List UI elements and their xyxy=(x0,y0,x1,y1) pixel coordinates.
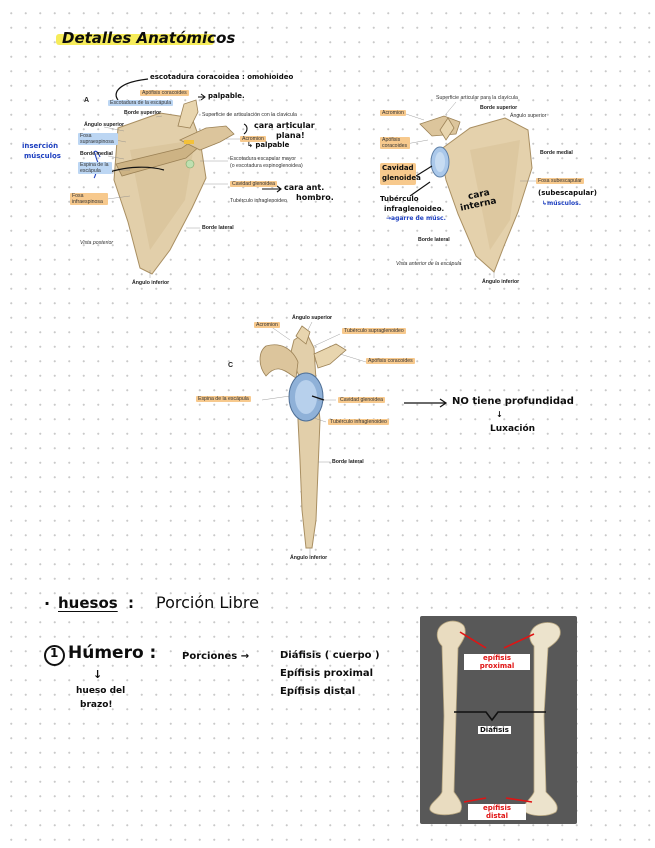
humerus-photo: epífisis proximal Diáfisis epífisis dist… xyxy=(420,616,577,824)
humerus-bones xyxy=(420,616,577,824)
humero-diafisis: Diáfisis ( cuerpo ) xyxy=(280,650,380,661)
section-porcion-libre: Porción Libre xyxy=(156,593,259,612)
humero-number: 1 xyxy=(50,646,58,660)
humero-desc-1: hueso del xyxy=(76,686,125,696)
photo-epifisis-top-text: epífisis xyxy=(464,654,530,662)
photo-proximal-text: proximal xyxy=(464,662,530,670)
humero-epifisis-distal: Epífisis distal xyxy=(280,686,355,697)
section-huesos: huesos xyxy=(58,594,118,612)
photo-label-epifisis-top: epífisis proximal xyxy=(464,654,530,670)
fig-c-acromion-label: Acromion xyxy=(254,322,280,328)
humero-porciones: Porciones → xyxy=(182,651,249,662)
photo-label-epifisis-bottom: epífisis distal xyxy=(468,804,526,820)
photo-distal-text: distal xyxy=(468,812,526,820)
humero-title: Húmero : xyxy=(68,643,156,663)
fig-c-apofisis-label: Apófisis coracoides xyxy=(366,358,415,364)
fig-c-espina-label: Espina de la escápula xyxy=(196,396,251,402)
photo-label-diafisis: Diáfisis xyxy=(478,726,511,734)
section-bullet: · xyxy=(44,594,50,613)
photo-epifisis-bottom-text: epífisis xyxy=(468,804,526,812)
section-colon: : xyxy=(128,594,134,612)
fig-c-borde-lat-label: Borde lateral xyxy=(332,459,364,465)
note-no-profundidad: NO tiene profundidad xyxy=(452,396,574,407)
humero-desc-2: brazo! xyxy=(80,700,112,710)
fig-c-tub-supra-label: Tubérculo supraglenoideo xyxy=(342,328,406,334)
fig-c-letter: C xyxy=(228,362,233,369)
fig-c-angulo-sup-label: Ángulo superior xyxy=(292,315,332,321)
fig-c-cavidad-label: Cavidad glenoidea xyxy=(338,397,385,403)
humero-epifisis-proximal: Epífisis proximal xyxy=(280,668,373,679)
note-luxacion: Luxación xyxy=(490,424,535,434)
note-down-arrow: ↓ xyxy=(496,410,503,419)
humero-arrow: ↓ xyxy=(93,668,102,681)
fig-c-tub-infra-label: Tubérculo infraglenoideo xyxy=(328,419,389,425)
fig-c-angulo-inf-label: Ángulo inferior xyxy=(290,555,327,561)
